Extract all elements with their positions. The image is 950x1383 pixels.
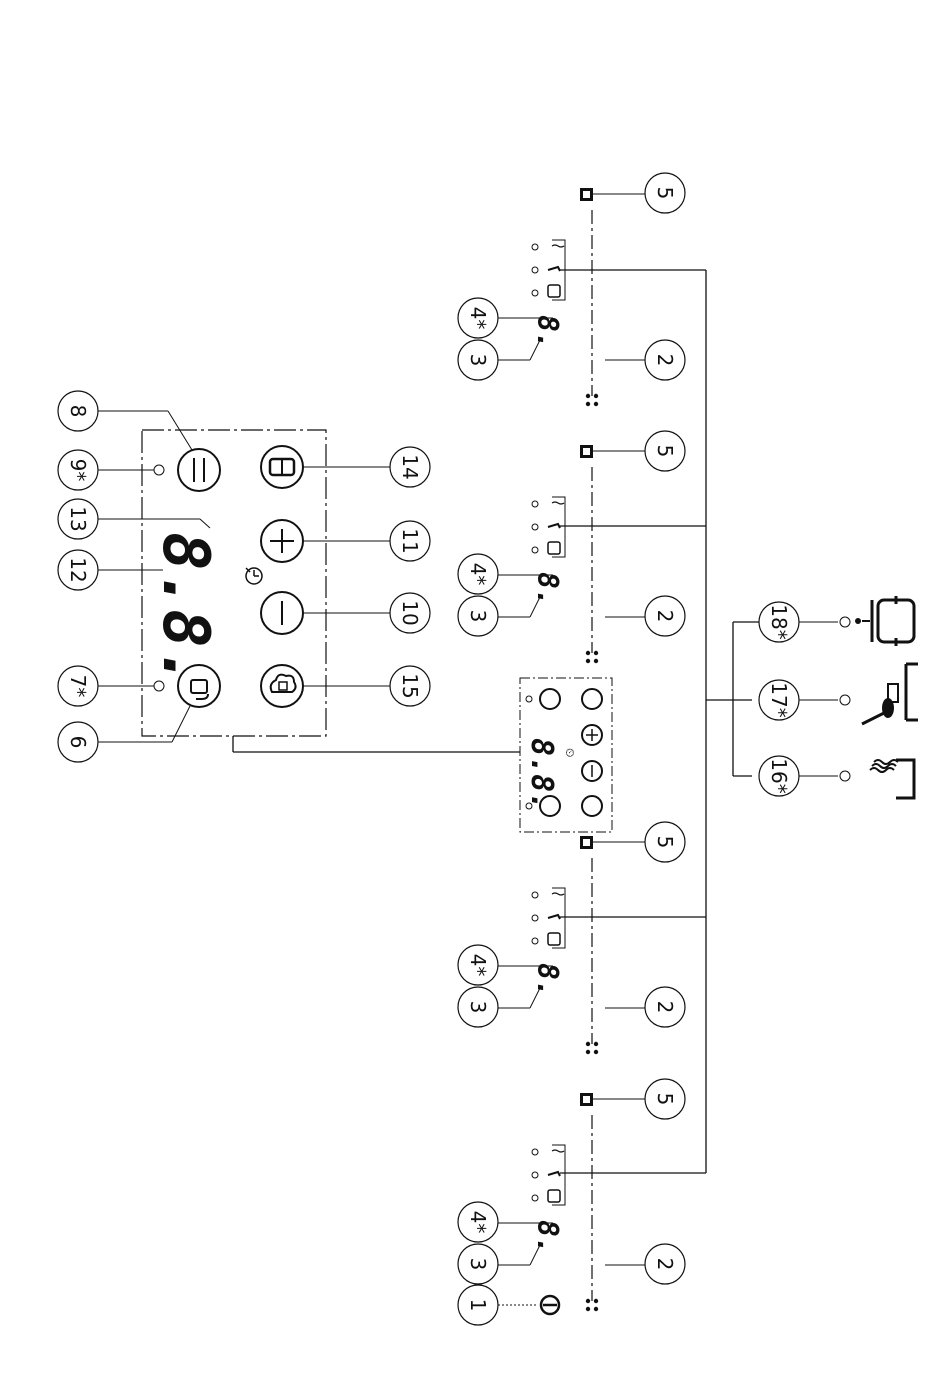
lock-button[interactable] <box>178 665 220 707</box>
indicator-18 <box>840 617 850 627</box>
callout-label: 5 <box>653 836 677 849</box>
callout-label: 4* <box>466 307 490 330</box>
callout-4: 4* <box>458 1202 498 1242</box>
pause-button[interactable] <box>178 449 220 491</box>
boil-icon <box>855 596 914 646</box>
function-legend <box>798 596 918 798</box>
callout-label: 4* <box>466 954 490 977</box>
panel-lock-button[interactable] <box>540 796 560 816</box>
callout-11: 11 <box>390 521 430 561</box>
callout-label: 3 <box>466 354 490 367</box>
callout-5: 5 <box>645 1079 685 1119</box>
zone-digit: 8. <box>531 572 564 606</box>
callout-label: 7* <box>66 675 90 698</box>
callout-1: 1 <box>458 1285 498 1325</box>
callout-label: 18* <box>767 604 791 639</box>
callout-14: 14 <box>390 447 430 487</box>
callout-label: 12 <box>66 557 90 582</box>
callout-label: 2 <box>653 354 677 367</box>
enlarged-control-panel: 8.8. <box>98 411 390 742</box>
cooking-zone-4: 8. <box>498 1093 648 1311</box>
indicator-17 <box>840 695 850 705</box>
callout-label: 8 <box>66 405 90 418</box>
simmer-icon <box>862 664 918 724</box>
callout-3: 3 <box>458 1244 498 1284</box>
callout-18: 18* <box>759 602 799 642</box>
callout-16: 16* <box>759 756 799 796</box>
callout-label: 3 <box>466 1258 490 1271</box>
zone-digit: 8. <box>531 963 564 997</box>
callout-label: 5 <box>653 1093 677 1106</box>
main-display: 8.8. <box>148 532 222 686</box>
callout-label: 15 <box>398 673 422 698</box>
power-icon <box>498 1296 559 1314</box>
panel-boost-button[interactable] <box>582 796 602 816</box>
callout-label: 17* <box>767 682 791 717</box>
callout-3: 3 <box>458 596 498 636</box>
callout-13: 13 <box>58 499 98 539</box>
callout-6: 6 <box>58 722 98 762</box>
callout-7: 7* <box>58 666 98 706</box>
panel-timer-icon: ⏲ <box>563 748 577 757</box>
zone-digit: 8. <box>531 315 564 349</box>
callout-12: 12 <box>58 550 98 590</box>
function-connector <box>560 270 760 1173</box>
panel-pause-button[interactable] <box>540 689 560 709</box>
callout-label: 9* <box>66 459 90 482</box>
callout-label: 4* <box>466 563 490 586</box>
callout-label: 11 <box>398 528 422 553</box>
panel-bridge-button[interactable] <box>582 689 602 709</box>
callout-label: 6 <box>66 736 90 749</box>
keep-warm-icon <box>870 760 914 798</box>
callout-3: 3 <box>458 340 498 380</box>
lock-indicator <box>154 681 164 691</box>
callout-label: 14 <box>398 454 422 479</box>
callout-label: 5 <box>653 187 677 200</box>
zone-digit: 8. <box>531 1220 564 1254</box>
callout-5: 5 <box>645 431 685 471</box>
callout-label: 4* <box>466 1211 490 1234</box>
callout-label: 2 <box>653 1001 677 1014</box>
callout-2: 2 <box>645 1244 685 1284</box>
callout-8: 8 <box>58 391 98 431</box>
callout-2: 2 <box>645 987 685 1027</box>
callout-label: 2 <box>653 1258 677 1271</box>
timer-icon <box>246 568 262 584</box>
callout-label: 3 <box>466 610 490 623</box>
callout-label: 5 <box>653 445 677 458</box>
callout-5: 5 <box>645 822 685 862</box>
callout-label: 2 <box>653 610 677 623</box>
callout-4: 4* <box>458 945 498 985</box>
indicator-16 <box>840 771 850 781</box>
boost-button[interactable] <box>261 665 303 707</box>
callout-5: 5 <box>645 173 685 213</box>
callout-2: 2 <box>645 596 685 636</box>
callout-15: 15 <box>390 666 430 706</box>
callout-9: 9* <box>58 450 98 490</box>
callout-label: 3 <box>466 1001 490 1014</box>
callout-label: 16* <box>767 758 791 793</box>
callout-label: 10 <box>398 600 422 625</box>
callout-4: 4* <box>458 298 498 338</box>
cooking-zone-3: 8. <box>498 836 648 1054</box>
callout-10: 10 <box>390 593 430 633</box>
callout-2: 2 <box>645 340 685 380</box>
cooking-zone-2: 8. <box>498 445 648 663</box>
callout-17: 17* <box>759 680 799 720</box>
cooking-zone-1: 8. <box>498 188 648 406</box>
callout-4: 4* <box>458 554 498 594</box>
pause-indicator <box>154 465 164 475</box>
callout-label: 13 <box>66 506 90 531</box>
callout-3: 3 <box>458 987 498 1027</box>
callout-label: 1 <box>466 1299 490 1312</box>
callouts: 5 4* 3 2 5 4* 3 2 5 4* 3 2 5 4* 3 2 1 8 9* 13 12 7* 6 14 11 10 15 1… <box>58 173 799 1325</box>
